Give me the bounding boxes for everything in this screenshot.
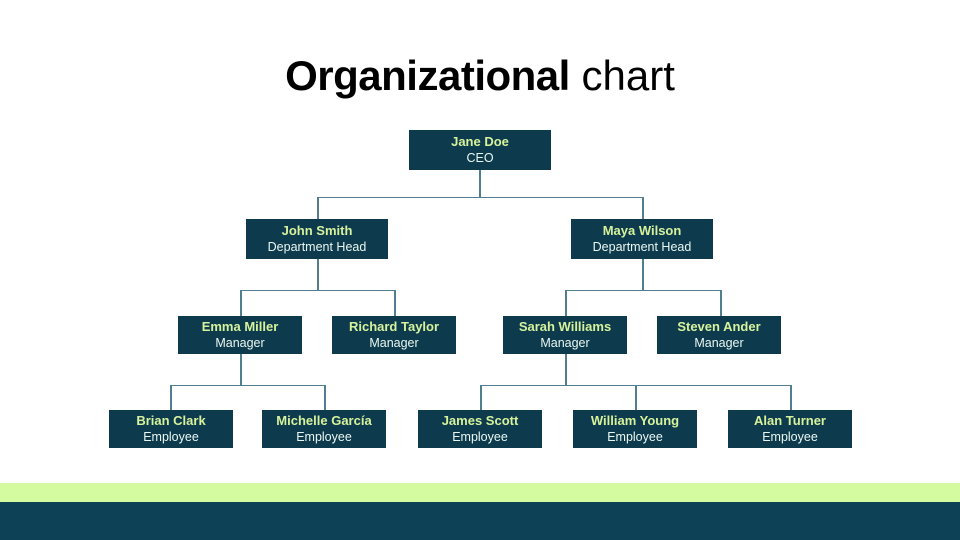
connector-dh1-bus (240, 289, 395, 291)
org-node-name: Sarah Williams (518, 318, 612, 334)
connector-dh1-up (317, 196, 319, 220)
connector-mg1-bus (170, 384, 325, 386)
org-node-name: James Scott (441, 412, 519, 428)
org-node-role: Employee (452, 430, 508, 444)
org-node-role: Department Head (592, 240, 692, 254)
org-node-michelle-garcia[interactable]: Michelle García Employee (262, 410, 386, 448)
connector-mg1-up (240, 289, 242, 317)
connector-mg1-down (240, 354, 242, 385)
connector-dh1-down (317, 259, 319, 290)
org-node-name: William Young (590, 412, 680, 428)
connector-ceo-bus (317, 196, 643, 198)
org-node-name: Brian Clark (136, 412, 206, 428)
footer-bar-navy (0, 502, 960, 540)
page-title: Organizational chart (0, 55, 960, 97)
connector-dh2-bus (565, 289, 720, 291)
org-node-sarah-williams[interactable]: Sarah Williams Manager (503, 316, 627, 354)
org-node-maya-wilson[interactable]: Maya Wilson Department Head (571, 219, 713, 259)
connector-em2-up (324, 384, 326, 411)
connector-dh2-up (642, 196, 644, 220)
connector-dh2-down (642, 259, 644, 290)
org-node-name: Emma Miller (201, 318, 279, 334)
org-node-brian-clark[interactable]: Brian Clark Employee (109, 410, 233, 448)
org-node-james-scott[interactable]: James Scott Employee (418, 410, 542, 448)
org-node-william-young[interactable]: William Young Employee (573, 410, 697, 448)
org-node-ceo[interactable]: Jane Doe CEO (409, 130, 551, 170)
org-node-name: Richard Taylor (348, 318, 440, 334)
org-node-name: John Smith (281, 222, 353, 238)
connector-mg3-down (565, 354, 567, 385)
org-node-role: Manager (369, 336, 419, 350)
title-bold-part: Organizational (285, 52, 570, 99)
org-node-emma-miller[interactable]: Emma Miller Manager (178, 316, 302, 354)
org-node-role: Employee (296, 430, 352, 444)
footer-accent-bar-green (0, 483, 960, 502)
org-node-role: Employee (607, 430, 663, 444)
org-node-alan-turner[interactable]: Alan Turner Employee (728, 410, 852, 448)
org-node-role: Manager (694, 336, 744, 350)
title-light-part: chart (569, 52, 675, 99)
org-node-name: Michelle García (276, 412, 372, 428)
org-node-richard-taylor[interactable]: Richard Taylor Manager (332, 316, 456, 354)
org-node-role: Department Head (267, 240, 367, 254)
org-node-role: Employee (143, 430, 199, 444)
org-node-name: Steven Ander (677, 318, 761, 334)
org-node-name: Maya Wilson (602, 222, 682, 238)
org-node-role: Manager (215, 336, 265, 350)
org-node-name: Alan Turner (754, 412, 826, 428)
org-node-role: Employee (762, 430, 818, 444)
connector-em5-up (790, 384, 792, 411)
org-node-name: Jane Doe (451, 133, 509, 149)
connector-em3-up (480, 384, 482, 411)
connector-ceo-down (479, 170, 481, 198)
org-node-steven-ander[interactable]: Steven Ander Manager (657, 316, 781, 354)
connector-mg2-up (394, 289, 396, 317)
connector-mg4-up (720, 289, 722, 317)
connector-mg3-up (565, 289, 567, 317)
connector-em1-up (170, 384, 172, 411)
connector-em4-up (635, 384, 637, 411)
org-node-role: Manager (540, 336, 590, 350)
org-node-role: CEO (466, 151, 494, 165)
org-node-john-smith[interactable]: John Smith Department Head (246, 219, 388, 259)
